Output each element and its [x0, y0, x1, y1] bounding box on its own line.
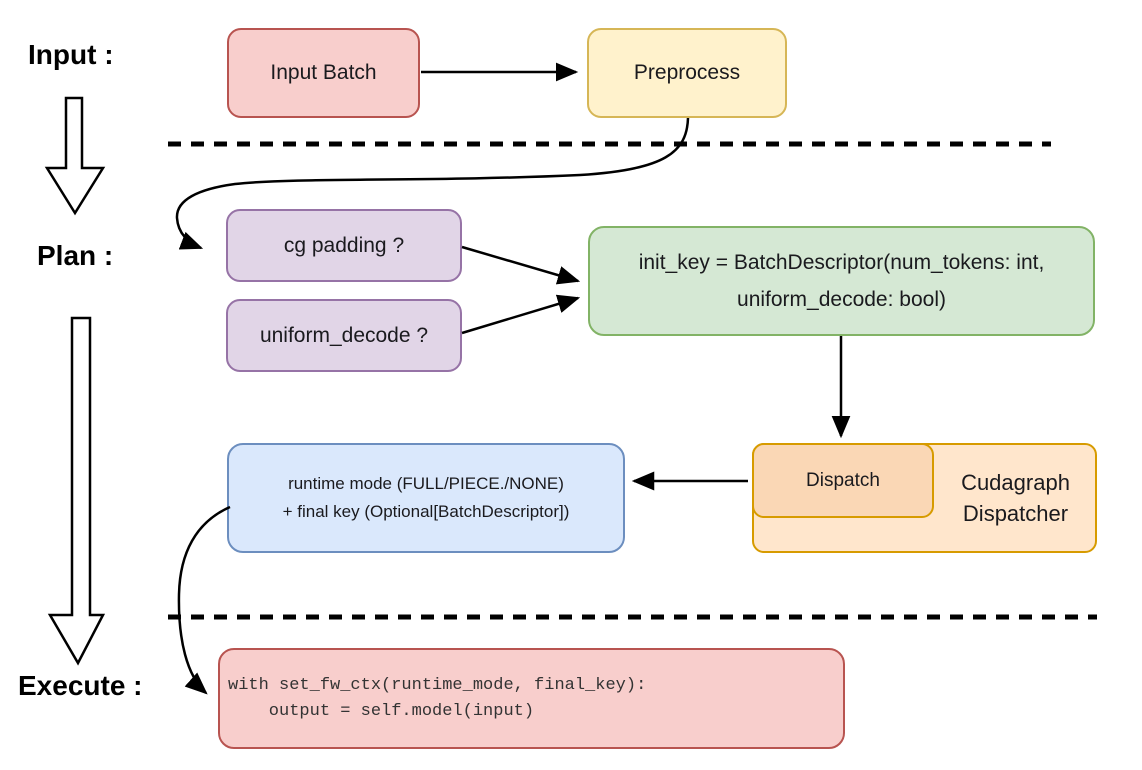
- node-cg-padding: cg padding ?: [226, 209, 462, 282]
- arrow-uniform-decode-to-init-key: [461, 294, 581, 335]
- node-dispatch-label: Dispatch: [806, 469, 880, 491]
- node-input-batch-label: Input Batch: [270, 61, 377, 84]
- hollow-arrow-input-to-plan: [44, 96, 106, 216]
- node-runtime-mode-line1: runtime mode (FULL/PIECE./NONE): [288, 474, 564, 493]
- cudagraph-label-line2: Dispatcher: [962, 501, 1069, 526]
- node-cudagraph-dispatcher-label: Cudagraph Dispatcher: [934, 443, 1097, 553]
- node-init-key-line2: uniform_decode: bool): [737, 288, 946, 311]
- execute-code-line1: with set_fw_ctx(runtime_mode, final_key)…: [228, 675, 647, 695]
- execute-code-line2: output = self.model(input): [228, 701, 535, 721]
- node-init-key: init_key = BatchDescriptor(num_tokens: i…: [588, 226, 1095, 336]
- cudagraph-label-line1: Cudagraph: [961, 470, 1070, 495]
- phase-label-input: Input :: [28, 39, 114, 70]
- node-cg-padding-label: cg padding ?: [283, 233, 405, 257]
- arrow-cg-padding-to-init-key: [461, 245, 581, 285]
- node-uniform-decode-label: uniform_decode ?: [259, 323, 429, 347]
- node-preprocess-label: Preprocess: [633, 61, 741, 84]
- node-dispatch: Dispatch: [752, 443, 934, 518]
- node-runtime-mode-line2: + final key (Optional[BatchDescriptor]): [282, 502, 570, 521]
- node-runtime-mode-final-key: runtime mode (FULL/PIECE./NONE) + final …: [227, 443, 625, 553]
- node-input-batch: Input Batch: [227, 28, 420, 118]
- hollow-arrow-plan-to-execute: [47, 316, 106, 666]
- phase-label-plan: Plan :: [37, 240, 114, 271]
- node-init-key-line1: init_key = BatchDescriptor(num_tokens: i…: [638, 251, 1045, 274]
- node-execute-code: with set_fw_ctx(runtime_mode, final_key)…: [218, 648, 845, 749]
- node-preprocess: Preprocess: [587, 28, 787, 118]
- node-uniform-decode: uniform_decode ?: [226, 299, 462, 372]
- phase-label-execute: Execute :: [18, 670, 143, 701]
